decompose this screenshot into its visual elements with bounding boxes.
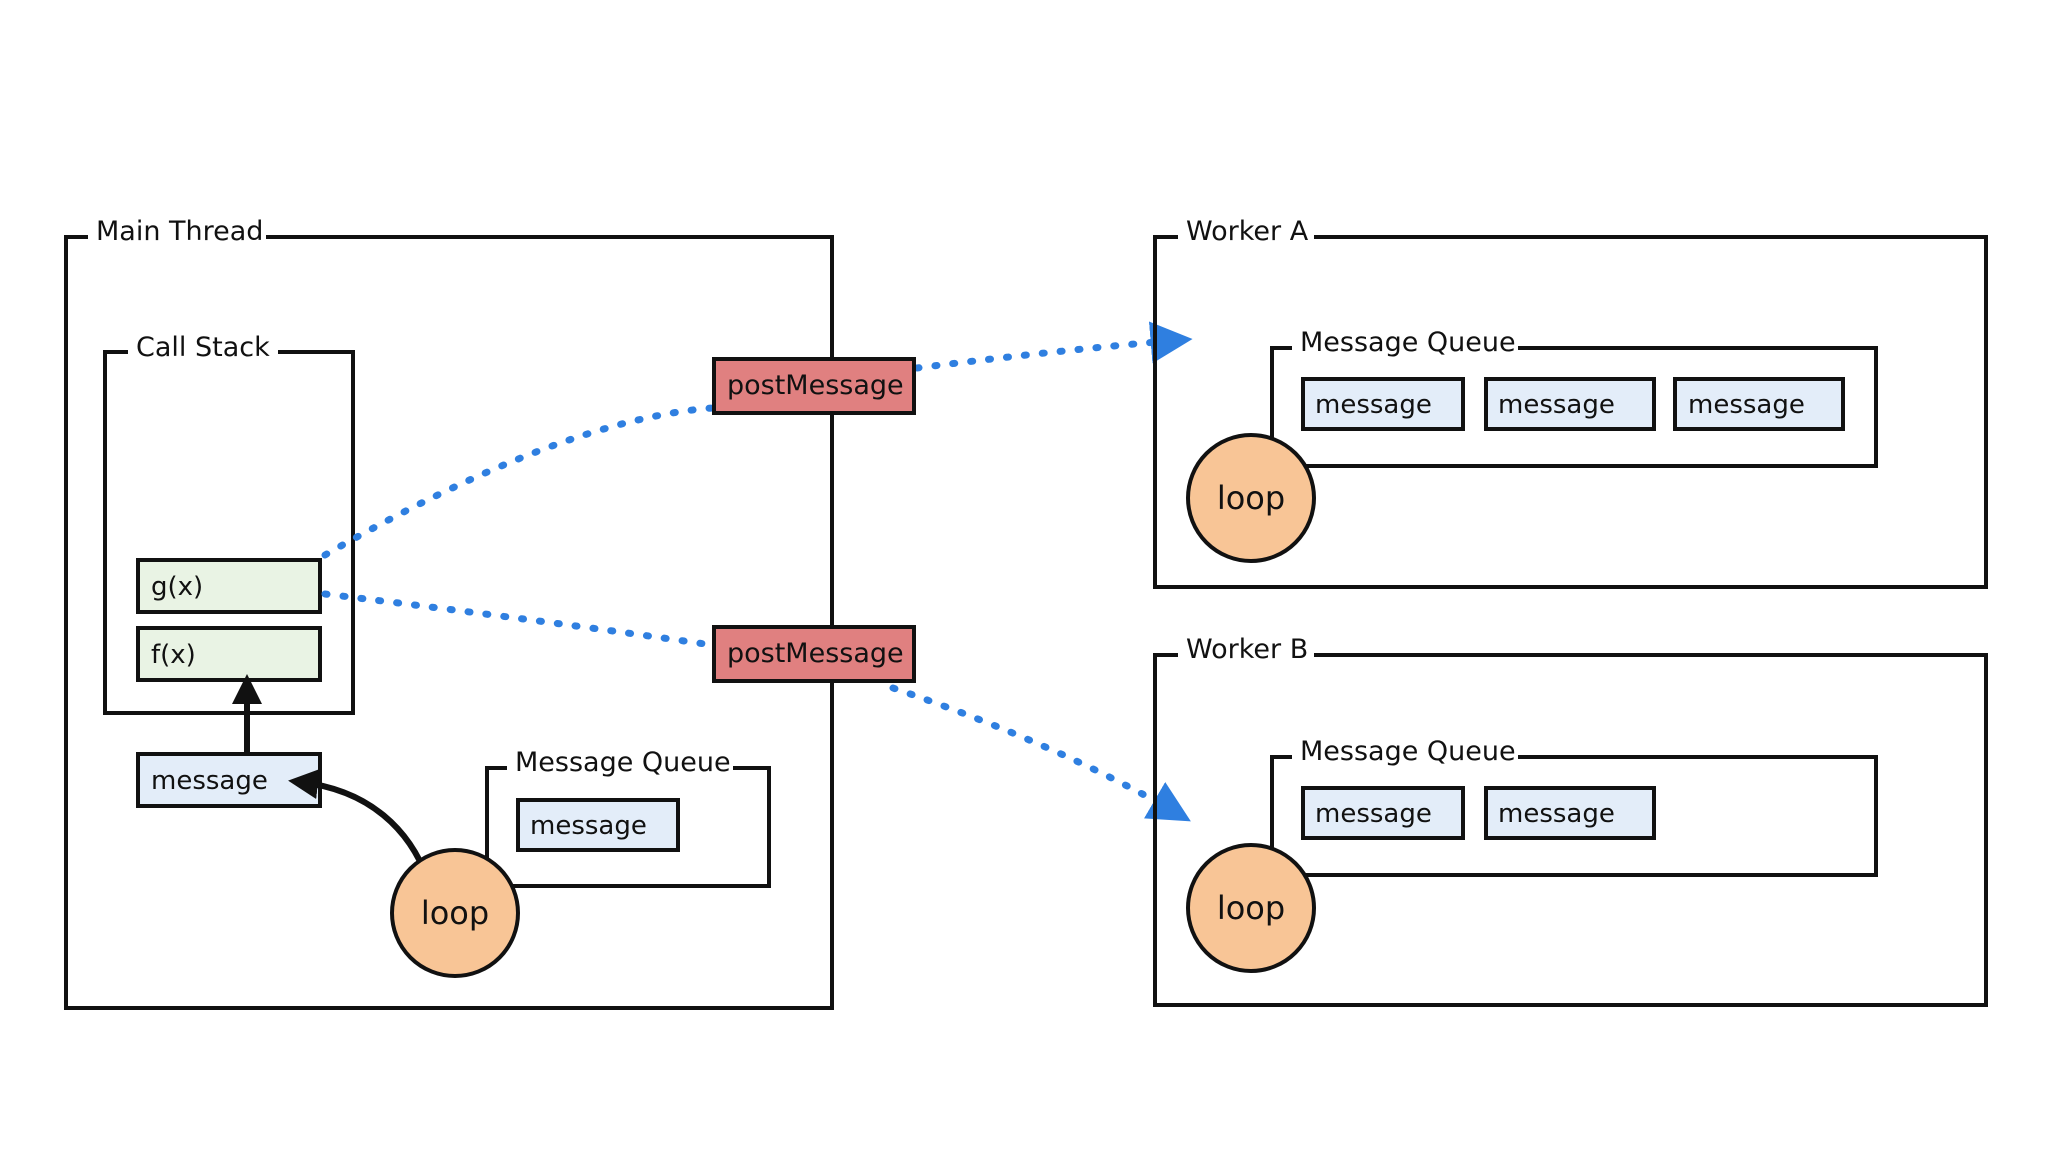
worker-a-title-bg: [1178, 214, 1314, 256]
worker-a-message-2-label: message: [1498, 390, 1615, 420]
worker-a-panel: Worker A Message Queue message message m…: [1153, 214, 1988, 589]
worker-b-queue-frame: [1270, 755, 1878, 877]
worker-b-message-queue: Message Queue message message: [1270, 733, 1878, 877]
main-loop-circle: [390, 848, 520, 978]
worker-b-panel: Worker B Message Queue message message l…: [1153, 632, 1988, 1007]
g-to-post-a-dotted: [321, 404, 716, 559]
main-thread-title: Main Thread: [96, 216, 263, 247]
worker-b-message-2-box: [1484, 786, 1656, 840]
worker-a-message-3-box: [1673, 377, 1845, 431]
main-loop: loop: [390, 848, 520, 978]
worker-b-title-bg: [1178, 632, 1314, 674]
post-a-to-worker-a-arrow: [913, 321, 1193, 372]
main-message-queue-title: Message Queue: [515, 747, 731, 778]
main-thread-title-bg: [88, 214, 266, 256]
worker-a-message-2-box: [1484, 377, 1656, 431]
worker-a-message-1-label: message: [1315, 390, 1432, 420]
worker-b-message-1-label: message: [1315, 799, 1432, 829]
main-queue-message-box: [516, 798, 680, 852]
worker-b-loop-circle: [1186, 843, 1316, 973]
stack-frame-f-box: [136, 626, 322, 682]
main-thread-frame: [64, 235, 834, 1010]
worker-b-frame: [1153, 653, 1988, 1007]
current-message-label: message: [151, 766, 268, 796]
stack-frame-g: g(x): [136, 558, 322, 614]
worker-a-message-3-label: message: [1688, 390, 1805, 420]
worker-a-queue-frame: [1270, 346, 1878, 468]
worker-b-title: Worker B: [1186, 634, 1308, 665]
post-message-a-label: postMessage: [727, 370, 904, 401]
stack-frame-f: f(x): [136, 626, 322, 682]
current-message: message: [136, 752, 322, 808]
main-message-queue-title-bg: [507, 744, 733, 786]
call-stack-title: Call Stack: [136, 332, 270, 363]
worker-b-loop-label: loop: [1217, 889, 1285, 927]
main-thread-panel: Main Thread Call Stack g(x) f(x) message: [64, 214, 834, 1010]
post-message-flows: [321, 321, 1193, 822]
worker-b-message-1-box: [1301, 786, 1465, 840]
worker-a-loop-label: loop: [1217, 479, 1285, 517]
post-message-b-label: postMessage: [727, 638, 904, 669]
stack-frame-g-box: [136, 558, 322, 614]
worker-b-queue-title: Message Queue: [1300, 736, 1516, 767]
worker-b-message-2-label: message: [1498, 799, 1615, 829]
post-message-a-box: [712, 357, 916, 415]
worker-a-loop: loop: [1186, 433, 1316, 563]
worker-a-loop-circle: [1186, 433, 1316, 563]
call-stack: Call Stack g(x) f(x): [103, 330, 355, 715]
worker-a-message-1-box: [1301, 377, 1465, 431]
worker-b-loop: loop: [1186, 843, 1316, 973]
g-to-post-b-dotted: [321, 590, 716, 649]
worker-a-frame: [1153, 235, 1988, 589]
main-queue-message-label: message: [530, 811, 647, 841]
post-message-b: postMessage: [712, 625, 916, 683]
post-message-b-box: [712, 625, 916, 683]
worker-a-message-queue: Message Queue message message message: [1270, 324, 1878, 468]
post-message-a: postMessage: [712, 357, 916, 415]
call-stack-title-bg: [128, 330, 278, 372]
post-b-to-worker-b-arrow: [889, 684, 1191, 822]
worker-a-queue-title-bg: [1292, 324, 1518, 366]
worker-b-queue-title-bg: [1292, 733, 1518, 775]
stack-frame-g-label: g(x): [151, 572, 203, 602]
worker-a-title: Worker A: [1186, 216, 1309, 247]
stack-frame-f-label: f(x): [151, 640, 196, 670]
main-message-queue: Message Queue message: [485, 744, 771, 888]
main-loop-label: loop: [421, 894, 489, 932]
worker-a-queue-title: Message Queue: [1300, 327, 1516, 358]
